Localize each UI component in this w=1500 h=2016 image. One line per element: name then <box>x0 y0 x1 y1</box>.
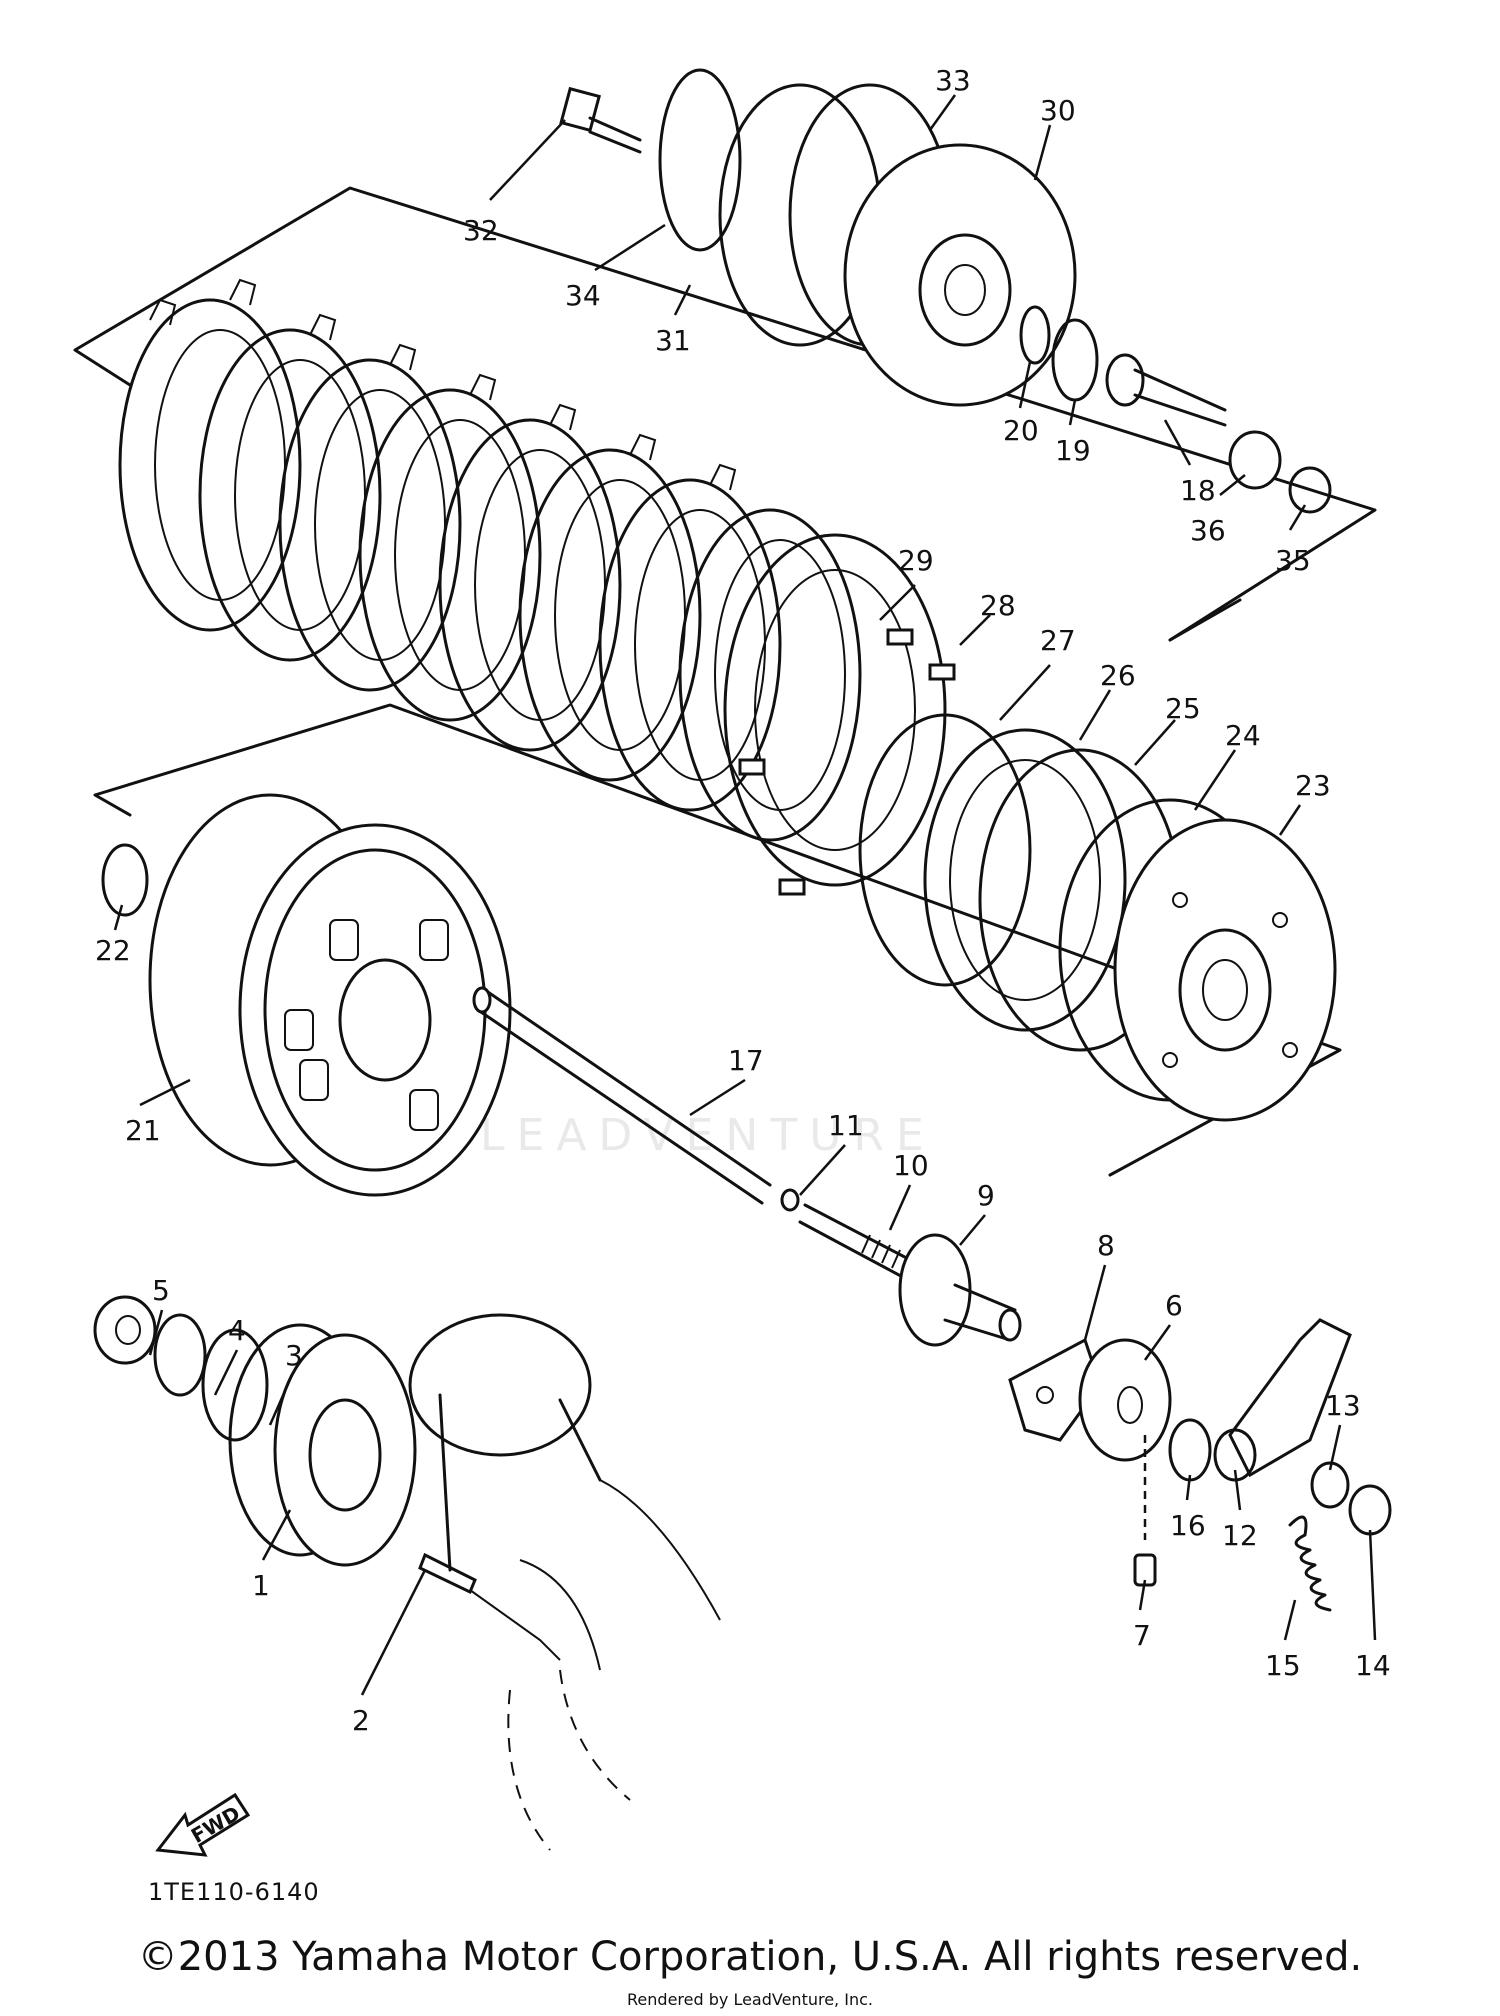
upper-panel-outline <box>73 186 1377 642</box>
callout-15: 15 <box>1265 1649 1301 1682</box>
bolt-32 <box>559 86 642 154</box>
callout-29: 29 <box>898 544 934 577</box>
callout-6: 6 <box>1165 1289 1183 1322</box>
washer-3 <box>201 1328 269 1442</box>
callout-34: 34 <box>565 279 601 312</box>
fwd-arrow-icon: FWD <box>155 1792 251 1857</box>
nut-5 <box>93 1295 157 1365</box>
clutch-boss-23 <box>1058 798 1337 1122</box>
callout-3: 3 <box>285 1339 303 1372</box>
washer-13 <box>1310 1461 1350 1509</box>
callout-20: 20 <box>1003 414 1039 447</box>
callout-13: 13 <box>1325 1389 1361 1422</box>
nut-14 <box>1348 1484 1392 1536</box>
plate-26 <box>923 728 1127 1032</box>
crankcase-outline <box>408 1313 721 1851</box>
nut-36 <box>1228 430 1282 490</box>
clutch-plate-stack <box>118 278 862 842</box>
callout-2: 2 <box>352 1704 370 1737</box>
drawing-number: 1TE110-6140 <box>148 1878 320 1906</box>
callout-1: 1 <box>252 1569 270 1602</box>
callout-27: 27 <box>1040 624 1076 657</box>
rendered-by-text: Rendered by LeadVenture, Inc. <box>627 1990 873 2009</box>
primary-drive-gear-1 <box>228 1323 417 1567</box>
spring-15 <box>1288 1515 1332 1612</box>
push-rod-18 <box>1105 353 1227 427</box>
callout-30: 30 <box>1040 94 1076 127</box>
bearing-19 <box>1051 318 1099 402</box>
callout-22: 22 <box>95 934 131 967</box>
callout-4: 4 <box>228 1314 246 1347</box>
ring-27 <box>858 713 1032 987</box>
callout-25: 25 <box>1165 692 1201 725</box>
callout-17: 17 <box>728 1044 764 1077</box>
callout-21: 21 <box>125 1114 161 1147</box>
push-rod-10 <box>798 1203 922 1284</box>
watermark-text: LEADVENTURE <box>480 1110 936 1161</box>
callout-5: 5 <box>152 1274 170 1307</box>
callout-7: 7 <box>1133 1619 1151 1652</box>
callout-18: 18 <box>1180 474 1216 507</box>
callout-12: 12 <box>1222 1519 1258 1552</box>
callout-35: 35 <box>1275 544 1311 577</box>
key-2 <box>418 1552 477 1595</box>
leader-lines <box>113 94 1377 1696</box>
callout-31: 31 <box>655 324 691 357</box>
friction-plate-28 <box>723 533 956 896</box>
push-rod-17 <box>472 986 772 1205</box>
washer-20 <box>1019 305 1051 365</box>
callout-9: 9 <box>977 1179 995 1212</box>
callout-8: 8 <box>1097 1229 1115 1262</box>
callout-33: 33 <box>935 64 971 97</box>
clutch-housing-21 <box>148 793 512 1197</box>
callout-numbers: 1 2 3 4 5 6 7 8 9 10 11 12 13 14 15 16 1… <box>95 64 1391 1737</box>
gasket-34 <box>658 68 742 252</box>
callout-28: 28 <box>980 589 1016 622</box>
pin-7 <box>1133 1435 1157 1587</box>
washer-6 <box>1078 1338 1172 1462</box>
callout-16: 16 <box>1170 1509 1206 1542</box>
adjuster-9 <box>898 1233 1022 1347</box>
pressure-plate-30 <box>843 143 1077 407</box>
circlip-22 <box>101 843 149 917</box>
callout-32: 32 <box>463 214 499 247</box>
callout-19: 19 <box>1055 434 1091 467</box>
callout-24: 24 <box>1225 719 1261 752</box>
o-ring-11 <box>780 1188 800 1212</box>
lock-washer-4 <box>153 1313 207 1397</box>
callout-11: 11 <box>828 1109 864 1142</box>
callout-14: 14 <box>1355 1649 1391 1682</box>
callout-36: 36 <box>1190 514 1226 547</box>
callout-23: 23 <box>1295 769 1331 802</box>
bushing-16 <box>1168 1418 1212 1482</box>
callout-26: 26 <box>1100 659 1136 692</box>
copyright-notice: ©2013 Yamaha Motor Corporation, U.S.A. A… <box>137 1934 1363 1980</box>
lock-washer-35 <box>1288 466 1332 514</box>
callout-10: 10 <box>893 1149 929 1182</box>
